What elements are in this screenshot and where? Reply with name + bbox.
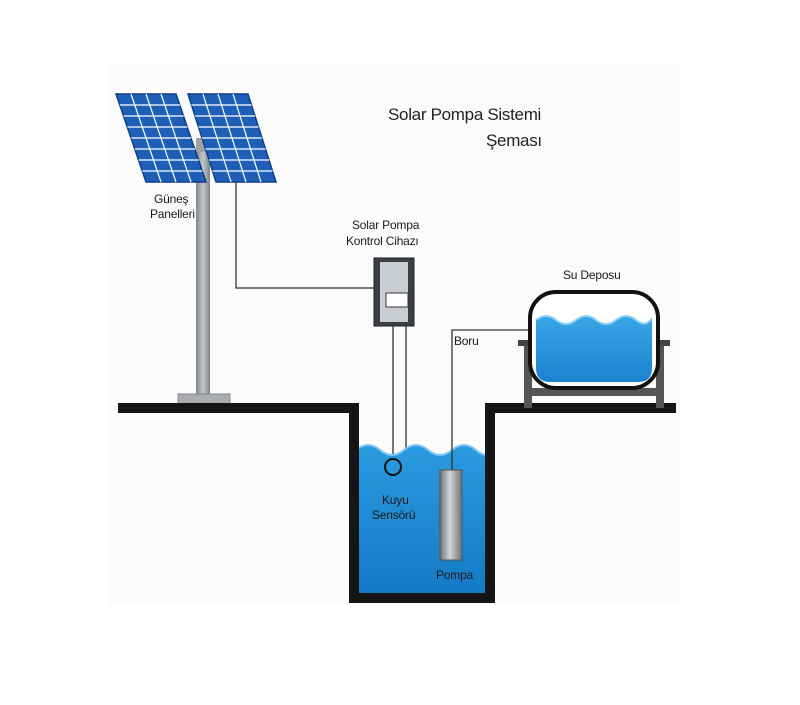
controller-box	[373, 257, 415, 327]
sensor-label-line2: Sensörü	[372, 508, 416, 522]
solar-panel-right	[186, 93, 278, 183]
pipe-label: Boru	[454, 334, 479, 348]
controller-label-line1: Solar Pompa	[352, 218, 420, 232]
water-tank	[528, 290, 660, 390]
panels-label-line2: Panelleri	[150, 207, 195, 221]
panel-cable	[235, 182, 376, 289]
ground-and-well-outline	[118, 403, 676, 603]
well-sensor	[384, 458, 402, 476]
solar-panel-left	[114, 93, 208, 183]
controller-label-line2: Kontrol Cihazı	[346, 234, 419, 248]
tank-label: Su Deposu	[563, 268, 621, 282]
panels-label-line1: Güneş	[154, 192, 189, 206]
sensor-label-line1: Kuyu	[382, 493, 409, 507]
pipe-line	[451, 329, 536, 470]
pump-label: Pompa	[436, 568, 474, 582]
pump	[439, 469, 463, 561]
title-line1: Solar Pompa Sistemi	[388, 105, 542, 124]
title-line2: Şeması	[486, 131, 542, 150]
